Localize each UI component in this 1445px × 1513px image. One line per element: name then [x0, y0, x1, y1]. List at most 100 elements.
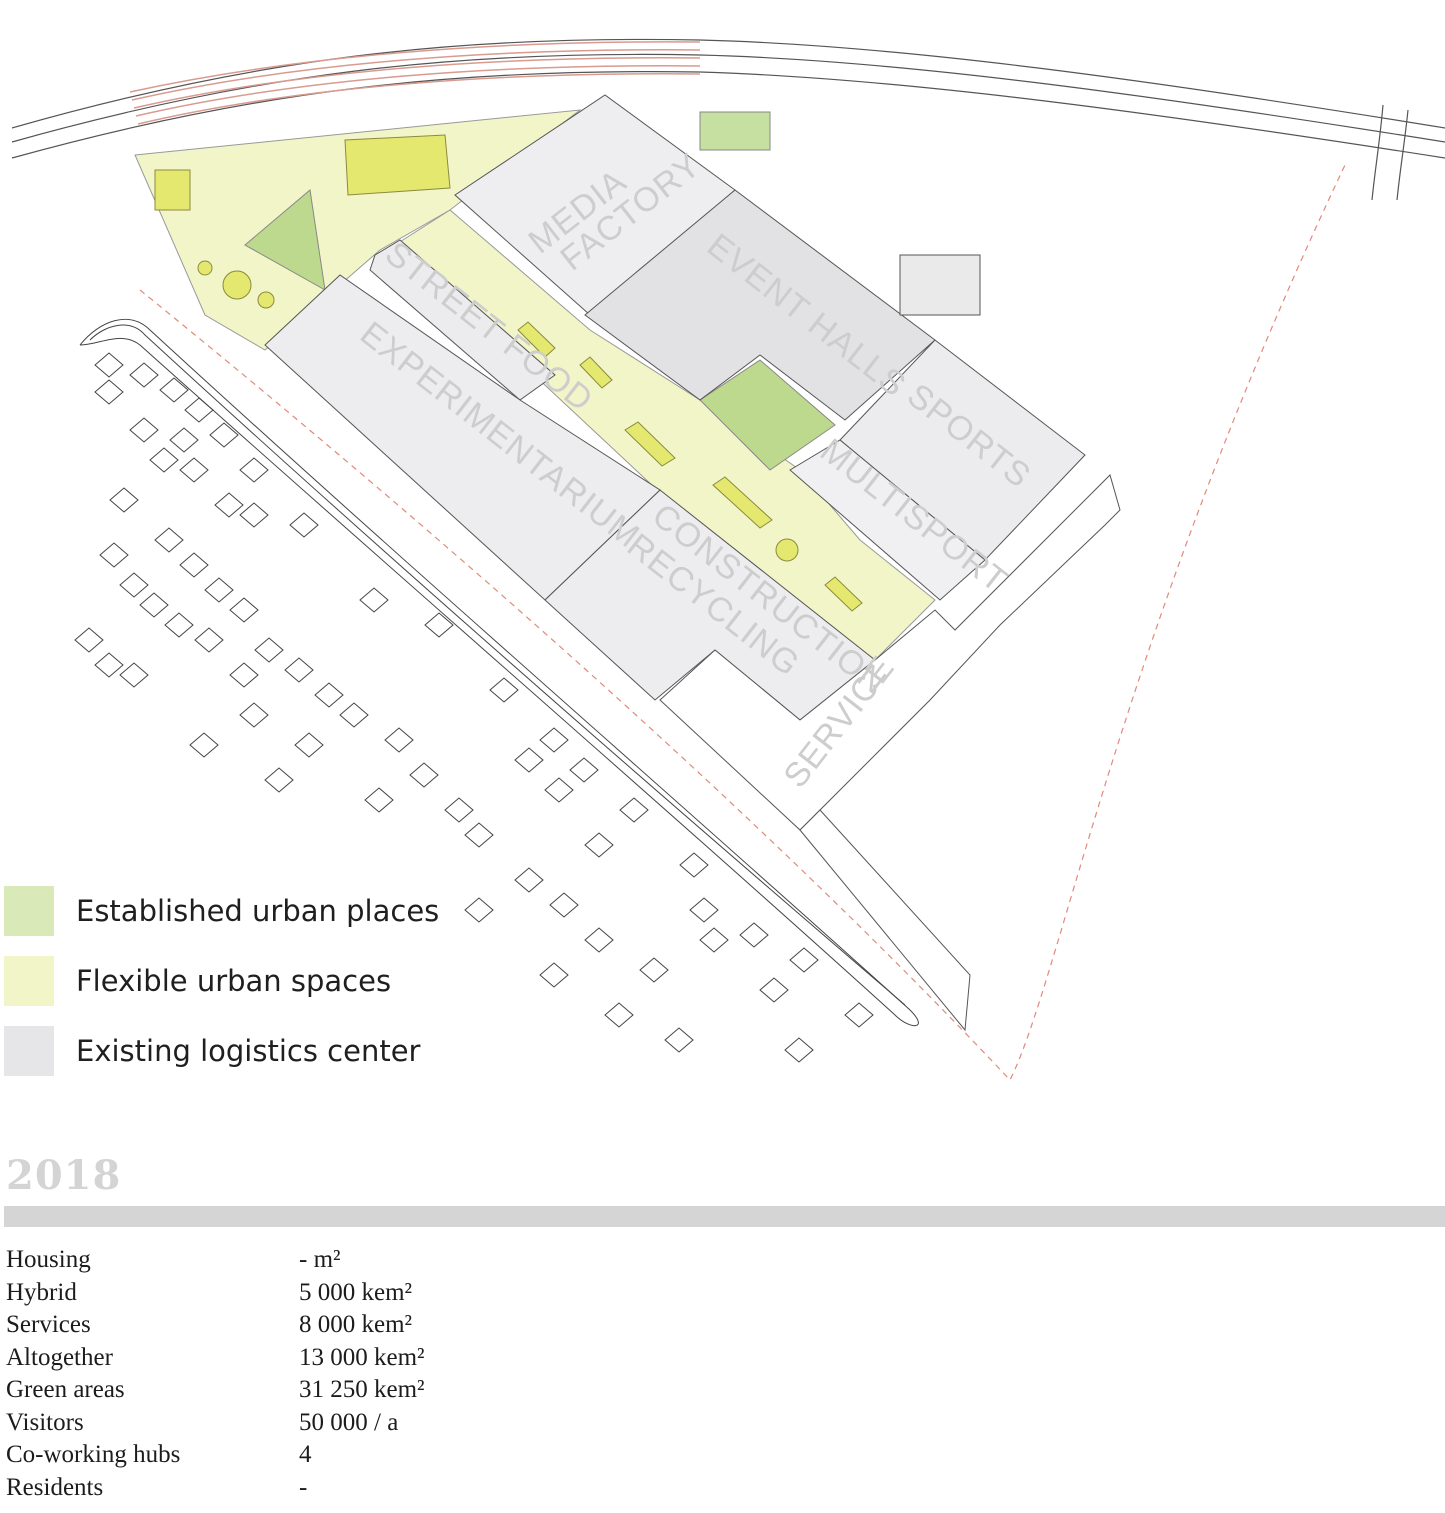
house [164, 612, 194, 638]
legend-label: Established urban places [76, 894, 440, 928]
year-heading: 2018 [6, 1152, 122, 1199]
legend-swatch [4, 1026, 54, 1076]
experimentarium-block [264, 274, 661, 601]
stat-label: Residents [6, 1473, 104, 1501]
house [384, 727, 414, 753]
house [139, 592, 169, 618]
stat-value: 13 000 kem² [299, 1343, 425, 1371]
house [264, 767, 294, 793]
legend-swatch [4, 886, 54, 936]
house [184, 397, 214, 423]
house [94, 652, 124, 678]
house [514, 867, 544, 893]
stat-label: Hybrid [6, 1278, 77, 1306]
house [584, 832, 614, 858]
house [169, 427, 199, 453]
stat-value: 8 000 kem² [299, 1311, 413, 1338]
house [179, 552, 209, 578]
house [739, 922, 769, 948]
house [679, 852, 709, 878]
legend-label: Flexible urban spaces [76, 964, 392, 998]
house [789, 947, 819, 973]
event-halls-block [584, 189, 936, 421]
stat-label: Housing [6, 1246, 91, 1273]
house [194, 627, 224, 653]
house [294, 732, 324, 758]
house [74, 627, 104, 653]
site-plan-axonometric: MEDIA FACTORY EVENT HALLS STREET FOOD EX… [11, 38, 1445, 1082]
stat-value: 50 000 / a [299, 1408, 399, 1436]
house [179, 457, 209, 483]
house [619, 797, 649, 823]
house [539, 727, 569, 753]
house [604, 1002, 634, 1028]
house [189, 732, 219, 758]
stat-value: - m² [299, 1246, 341, 1273]
house [689, 897, 719, 923]
house [109, 487, 139, 513]
house [424, 612, 454, 638]
house [129, 362, 159, 388]
stat-label: Services [6, 1311, 91, 1338]
house [99, 542, 129, 568]
legend-swatch [4, 956, 54, 1006]
house [119, 572, 149, 598]
house [699, 927, 729, 953]
house [214, 492, 244, 518]
house [254, 637, 284, 663]
plaza-features [154, 134, 863, 612]
house [409, 762, 439, 788]
stat-label: Visitors [6, 1408, 84, 1436]
house [444, 797, 474, 823]
house [129, 417, 159, 443]
logistics-center [264, 94, 1121, 1032]
house [584, 927, 614, 953]
street-food-block [369, 239, 556, 401]
house [464, 897, 494, 923]
house [489, 677, 519, 703]
established-urban-places [244, 111, 836, 471]
house [639, 957, 669, 983]
house [464, 822, 494, 848]
house [569, 757, 599, 783]
stat-label: Green areas [6, 1376, 125, 1403]
house [784, 1037, 814, 1063]
service-block [659, 474, 1121, 831]
house [159, 377, 189, 403]
house [239, 502, 269, 528]
multisport-block [789, 439, 986, 601]
house [94, 379, 124, 405]
stat-value: 31 250 kem² [299, 1376, 425, 1403]
house [209, 422, 239, 448]
divider-bar [4, 1206, 1445, 1227]
house [204, 577, 234, 603]
house [284, 657, 314, 683]
site-boundary [139, 164, 1346, 1082]
house [289, 512, 319, 538]
house [844, 1002, 874, 1028]
house [539, 962, 569, 988]
railway-tracks [11, 38, 1445, 159]
stat-label: Co-working hubs [6, 1441, 181, 1468]
house [359, 587, 389, 613]
house [94, 352, 124, 378]
house [239, 702, 269, 728]
house [664, 1027, 694, 1053]
house [514, 747, 544, 773]
house [119, 662, 149, 688]
house [339, 702, 369, 728]
house [364, 787, 394, 813]
house [549, 892, 579, 918]
railway-red-tracks [129, 41, 701, 125]
house [544, 777, 574, 803]
neighbourhood-houses [74, 352, 874, 1063]
stat-value: 4 [299, 1441, 312, 1468]
stat-value: - [299, 1473, 308, 1501]
house [229, 597, 259, 623]
house [314, 682, 344, 708]
stat-value: 5 000 kem² [299, 1278, 413, 1306]
house [239, 457, 269, 483]
legend-label: Existing logistics center [76, 1034, 421, 1068]
road-right [1371, 104, 1409, 201]
house [154, 527, 184, 553]
